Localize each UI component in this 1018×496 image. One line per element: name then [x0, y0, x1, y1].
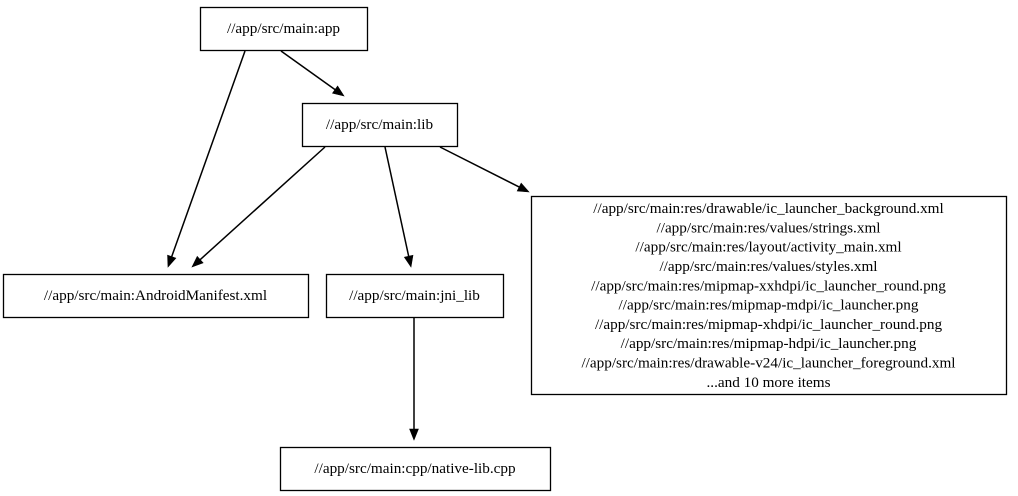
node-box[interactable]: [530, 195, 1008, 396]
node-label: //app/src/main:res/drawable/ic_launcher_…: [581, 200, 955, 391]
node-label-line: //app/src/main:res/mipmap-hdpi/ic_launch…: [621, 335, 917, 352]
edge-lib-to-manifest: [191, 146, 326, 268]
arrowhead-icon: [516, 182, 530, 193]
arrowhead-icon: [409, 428, 419, 441]
node-native_lib[interactable]: //app/src/main:cpp/native-lib.cpp: [279, 446, 552, 492]
node-label: //app/src/main:lib: [326, 116, 434, 133]
arrowhead-icon: [331, 85, 345, 97]
node-jni_lib[interactable]: //app/src/main:jni_lib: [325, 273, 505, 319]
node-label-line: //app/src/main:res/drawable/ic_launcher_…: [593, 200, 943, 217]
node-app[interactable]: //app/src/main:app: [199, 6, 369, 52]
edge-line: [198, 146, 326, 262]
node-label: //app/src/main:AndroidManifest.xml: [44, 287, 267, 304]
node-box[interactable]: [279, 446, 552, 492]
edge-line: [170, 50, 246, 259]
node-label-line: //app/src/main:res/values/strings.xml: [657, 219, 881, 236]
node-label-line: //app/src/main:res/drawable-v24/ic_launc…: [581, 355, 955, 372]
node-box[interactable]: [199, 6, 369, 52]
edges-layer: [167, 50, 530, 441]
node-box[interactable]: [2, 273, 310, 319]
edge-line: [439, 146, 521, 189]
edge-lib-to-res-group: [439, 146, 530, 193]
node-res_group[interactable]: //app/src/main:res/drawable/ic_launcher_…: [530, 195, 1008, 396]
edge-line: [280, 50, 337, 92]
node-label-line: ...and 10 more items: [706, 374, 830, 391]
node-box[interactable]: [301, 102, 459, 148]
edge-line: [384, 146, 410, 258]
node-box[interactable]: [325, 273, 505, 319]
node-label-line: //app/src/main:res/layout/activity_main.…: [635, 239, 901, 256]
arrowhead-icon: [403, 254, 414, 268]
node-lib[interactable]: //app/src/main:lib: [301, 102, 459, 148]
edge-app-to-manifest: [167, 50, 246, 268]
node-label-line: //app/src/main:res/values/styles.xml: [659, 258, 877, 275]
node-manifest[interactable]: //app/src/main:AndroidManifest.xml: [2, 273, 310, 319]
nodes-layer: //app/src/main:app //app/src/main:lib //ap…: [2, 6, 1008, 492]
node-label: //app/src/main:app: [227, 20, 340, 37]
edge-app-to-lib: [280, 50, 345, 97]
node-label: //app/src/main:cpp/native-lib.cpp: [314, 460, 515, 477]
node-label: //app/src/main:jni_lib: [349, 287, 480, 304]
arrowhead-icon: [167, 254, 177, 268]
node-label-line: //app/src/main:res/mipmap-mdpi/ic_launch…: [619, 297, 919, 314]
edge-jni-lib-to-native-lib: [409, 317, 419, 441]
arrowhead-icon: [191, 255, 204, 268]
node-label-line: //app/src/main:res/mipmap-xhdpi/ic_launc…: [595, 316, 943, 333]
edge-lib-to-jni-lib: [384, 146, 414, 268]
node-label-line: //app/src/main:res/mipmap-xxhdpi/ic_laun…: [591, 277, 946, 294]
